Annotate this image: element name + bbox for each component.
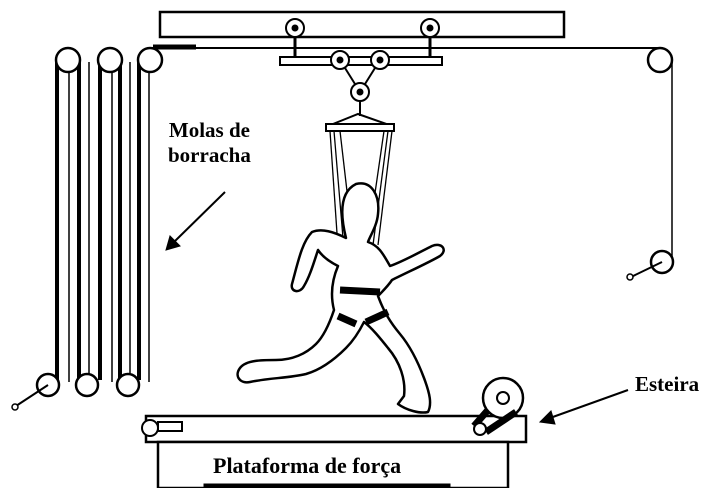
springs-label-line2: borracha xyxy=(168,143,251,167)
force-platform xyxy=(156,440,510,490)
top-cable xyxy=(149,44,673,258)
pulley-bracket xyxy=(279,18,443,116)
springs-label: Molas de borracha xyxy=(168,118,251,168)
treadmill xyxy=(141,376,528,444)
arrow-to-treadmill xyxy=(538,389,629,425)
springs-label-line1: Molas de xyxy=(168,118,250,142)
spring-pulley xyxy=(74,372,100,398)
harness xyxy=(325,112,395,251)
spring-pulley xyxy=(136,46,164,74)
spring-pulley xyxy=(96,46,124,74)
spring-pulley xyxy=(115,372,141,398)
runner xyxy=(236,182,445,414)
overhead-beam xyxy=(158,10,566,39)
treadmill-label: Esteira xyxy=(635,372,700,396)
right-pulleys xyxy=(626,46,675,281)
platform-label: Plataforma de força xyxy=(213,453,402,478)
arrow-to-springs xyxy=(165,191,226,251)
spring-pulley xyxy=(54,46,82,74)
rubber-springs xyxy=(11,46,164,411)
